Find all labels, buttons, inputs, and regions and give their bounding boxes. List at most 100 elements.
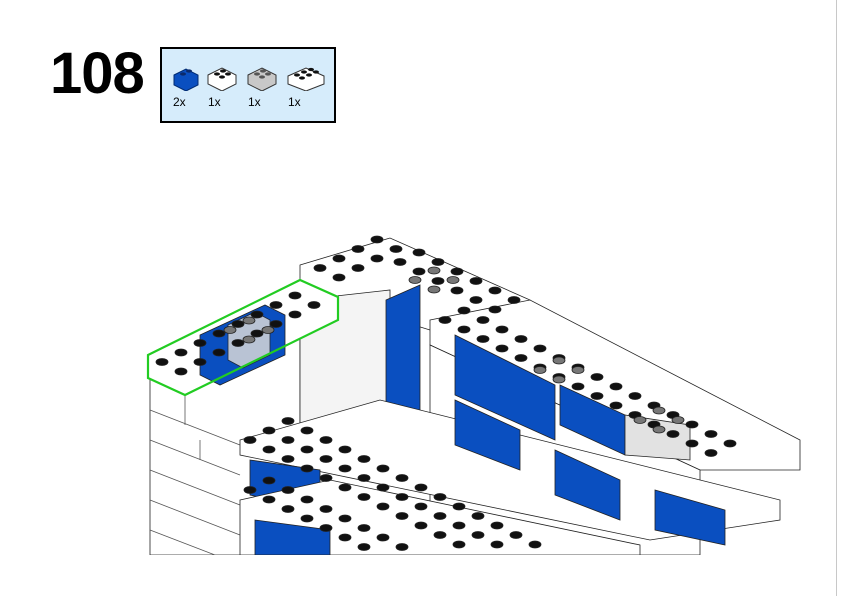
stud — [395, 512, 409, 520]
stud — [633, 416, 647, 424]
stud — [338, 445, 352, 454]
stud — [414, 483, 428, 492]
stud — [408, 276, 422, 284]
part-quantity: 1x — [288, 95, 301, 109]
stud — [393, 258, 407, 266]
stud — [628, 392, 642, 400]
stud — [338, 533, 352, 542]
stud — [446, 276, 460, 284]
stud — [262, 495, 276, 504]
stud — [471, 512, 485, 520]
stud — [389, 245, 403, 253]
stud — [338, 483, 352, 492]
stud — [571, 366, 585, 374]
stud — [300, 464, 314, 473]
stud — [281, 505, 295, 513]
stud — [300, 426, 314, 435]
stud — [528, 540, 542, 549]
stud — [412, 267, 426, 276]
stud — [281, 417, 295, 425]
stud — [427, 285, 441, 294]
stud — [370, 254, 384, 263]
stud — [452, 521, 466, 530]
stud — [243, 436, 257, 444]
stud — [609, 401, 623, 410]
stud — [174, 348, 188, 357]
stud — [319, 436, 333, 444]
stud — [288, 310, 302, 319]
parts-list-panel: 2x 1x 1x 1x — [160, 47, 336, 123]
stud — [193, 339, 207, 347]
stud — [193, 358, 207, 366]
stud — [488, 286, 502, 295]
stud — [212, 329, 226, 338]
white-brick-2x2-icon — [207, 67, 237, 91]
stud — [452, 540, 466, 549]
stud — [495, 344, 509, 353]
stud — [319, 524, 333, 532]
stud — [332, 254, 346, 263]
stud — [704, 430, 718, 438]
stud — [155, 358, 169, 366]
stud — [552, 375, 566, 384]
stud — [174, 367, 188, 376]
stud — [319, 474, 333, 482]
stud — [376, 464, 390, 473]
stud — [307, 301, 321, 309]
blue-brick-1x2-icon — [173, 68, 199, 91]
stud — [262, 426, 276, 435]
stud — [319, 505, 333, 513]
left-wall-brick-lines — [149, 395, 241, 555]
stud — [457, 325, 471, 334]
stud — [414, 502, 428, 511]
stud — [450, 286, 464, 295]
stud — [533, 366, 547, 374]
stud — [469, 296, 483, 304]
stud — [231, 339, 245, 347]
stud — [313, 264, 327, 272]
stud — [427, 266, 441, 275]
stud — [514, 335, 528, 343]
stud — [685, 420, 699, 429]
stud — [507, 296, 521, 304]
stud — [376, 502, 390, 511]
stud — [395, 474, 409, 482]
stud — [357, 543, 371, 551]
stud — [433, 512, 447, 520]
stud — [433, 493, 447, 501]
stud — [476, 316, 490, 324]
stud — [723, 439, 737, 448]
stud — [357, 474, 371, 482]
part-quantity: 1x — [208, 95, 221, 109]
stud — [438, 316, 452, 324]
stud — [509, 531, 523, 539]
stud — [476, 335, 490, 343]
stud — [288, 291, 302, 300]
stud — [351, 245, 365, 253]
stud — [242, 316, 256, 325]
stud — [590, 392, 604, 400]
stud — [242, 335, 256, 344]
stud — [262, 476, 276, 485]
stud — [590, 373, 604, 381]
stud — [652, 406, 666, 415]
stud — [452, 502, 466, 511]
page-edge — [836, 0, 837, 596]
stud — [414, 521, 428, 530]
part-quantity: 1x — [248, 95, 261, 109]
stud — [666, 430, 680, 438]
stud — [450, 267, 464, 276]
stud — [262, 445, 276, 454]
stud — [300, 514, 314, 523]
stud — [412, 248, 426, 257]
middle-plate — [239, 399, 781, 541]
stud — [395, 493, 409, 501]
stud — [338, 514, 352, 523]
trans-clear-brick-2x2-icon — [247, 67, 277, 91]
stud — [269, 301, 283, 309]
stud — [704, 449, 718, 457]
stud — [351, 264, 365, 272]
stud — [300, 445, 314, 454]
stud — [433, 531, 447, 539]
